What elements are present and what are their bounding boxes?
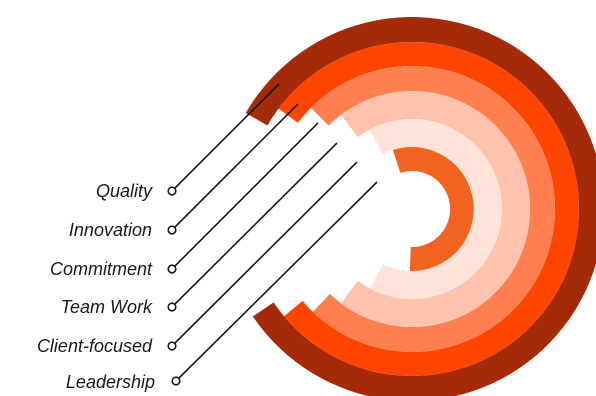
rings-group: [245, 17, 596, 396]
leader-lines-group: [167, 83, 378, 386]
label-team-work: Team Work: [60, 297, 152, 317]
ring-quality: [392, 147, 474, 272]
label-leadership: Leadership: [65, 372, 155, 392]
leader-line-innovation: [174, 103, 299, 228]
leader-dot-commitment: [167, 264, 177, 274]
leader-dot-leadership: [171, 376, 181, 386]
label-innovation: Innovation: [68, 220, 152, 240]
leader-dot-innovation: [167, 225, 177, 235]
leader-line-client-focused: [174, 161, 358, 344]
ring-team-work: [310, 66, 556, 353]
ring-innovation: [369, 119, 502, 299]
label-commitment: Commitment: [49, 259, 152, 279]
leader-line-quality: [174, 83, 280, 189]
ring-commitment: [341, 91, 531, 328]
leader-dot-team-work: [167, 302, 177, 312]
leader-line-team-work: [174, 142, 338, 305]
leader-dot-client-focused: [167, 341, 177, 351]
leader-line-commitment: [174, 122, 319, 267]
label-client-focused: Client-focused: [36, 336, 152, 356]
leader-dot-quality: [167, 186, 177, 196]
label-quality: Quality: [95, 181, 152, 201]
leader-line-leadership: [178, 181, 378, 379]
